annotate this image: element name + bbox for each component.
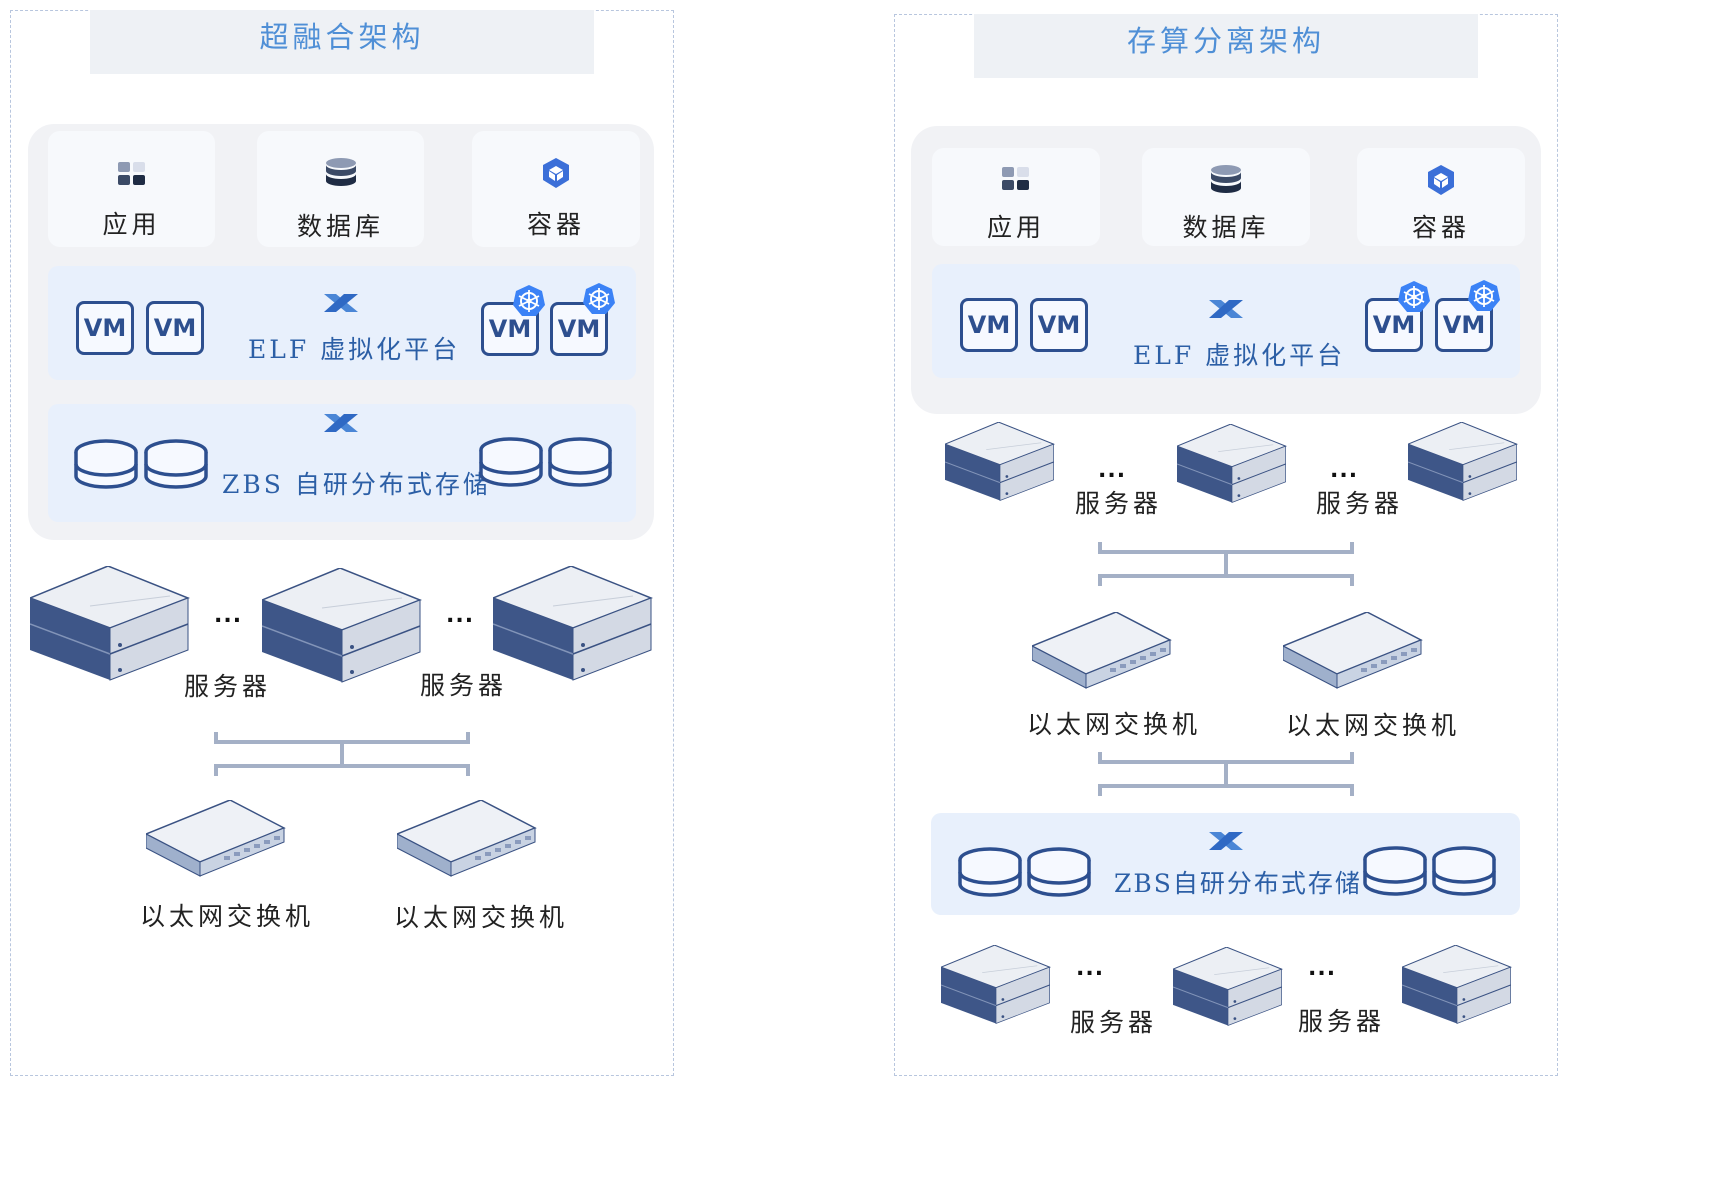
- zbs-storage-label: ZBS 自研分布式存储: [222, 470, 491, 499]
- server-icon: [493, 566, 652, 681]
- smartx-logo-icon: [1209, 832, 1243, 850]
- switch-label: 以太网交换机: [1027, 710, 1202, 739]
- tile-database: 数据库: [257, 131, 424, 247]
- kubernetes-icon: [1467, 279, 1501, 312]
- tile-container: 容器: [472, 131, 640, 247]
- switch-label: 以太网交换机: [140, 902, 315, 931]
- server-icon: [1402, 945, 1512, 1025]
- smartx-logo-icon: [1209, 300, 1243, 318]
- elf-platform-label: ELF 虚拟化平台: [248, 335, 461, 364]
- tile-application: 应用: [48, 131, 215, 247]
- disk-icon: [479, 437, 543, 487]
- tile-container: 容器: [1357, 148, 1525, 246]
- ethernet-switch-icon: [146, 800, 285, 877]
- network-connector: [1098, 752, 1354, 796]
- disk-icon: [74, 439, 138, 489]
- switch-label: 以太网交换机: [1286, 711, 1461, 740]
- elf-platform-label: ELF 虚拟化平台: [1133, 341, 1346, 370]
- container-icon: [1428, 165, 1454, 195]
- ellipsis: ...: [1076, 956, 1105, 981]
- network-connector: [214, 732, 470, 776]
- ellipsis: ...: [214, 603, 243, 628]
- app-grid-icon: [117, 162, 145, 185]
- tile-container-label: 容器: [526, 210, 585, 239]
- server-label: 服务器: [420, 671, 508, 700]
- ellipsis: ...: [446, 603, 475, 628]
- server-icon: [941, 945, 1051, 1025]
- disk-icon: [144, 439, 208, 489]
- tile-database-label: 数据库: [1182, 213, 1270, 242]
- ellipsis: ...: [1098, 458, 1127, 483]
- server-label: 服务器: [1070, 1008, 1158, 1037]
- tile-application-label: 应用: [102, 210, 161, 239]
- ethernet-switch-icon: [397, 800, 536, 877]
- kubernetes-icon: [1397, 280, 1431, 313]
- smartx-logo-icon: [324, 414, 358, 432]
- disk-icon: [1363, 846, 1427, 896]
- disk-icon: [958, 847, 1022, 897]
- zbs-storage-label: ZBS自研分布式存储: [1114, 869, 1362, 898]
- tile-database-label: 数据库: [296, 212, 384, 241]
- container-icon: [543, 158, 569, 188]
- ellipsis: ...: [1330, 458, 1359, 483]
- disk-icon: [548, 437, 612, 487]
- server-label: 服务器: [1075, 489, 1163, 518]
- switch-label: 以太网交换机: [394, 903, 569, 932]
- server-label: 服务器: [1316, 489, 1404, 518]
- kubernetes-icon: [582, 282, 616, 315]
- vm-box: VM: [960, 298, 1018, 352]
- hyperconverged-title: 超融合架构: [90, 10, 594, 74]
- separation-title: 存算分离架构: [974, 14, 1478, 78]
- app-grid-icon: [1002, 167, 1029, 190]
- disk-icon: [1432, 846, 1496, 896]
- server-icon: [30, 566, 189, 681]
- server-label: 服务器: [1298, 1007, 1386, 1036]
- server-icon: [945, 422, 1055, 502]
- server-icon: [262, 568, 421, 683]
- network-connector: [1098, 542, 1354, 586]
- tile-application-label: 应用: [986, 213, 1045, 242]
- vm-box: VM: [76, 301, 134, 355]
- ethernet-switch-icon: [1283, 612, 1422, 689]
- ethernet-switch-icon: [1032, 612, 1171, 689]
- vm-box: VM: [1030, 298, 1088, 352]
- disk-icon: [1027, 847, 1091, 897]
- ellipsis: ...: [1308, 956, 1337, 981]
- tile-container-label: 容器: [1411, 213, 1470, 242]
- smartx-logo-icon: [324, 294, 358, 312]
- server-icon: [1177, 424, 1287, 504]
- database-icon: [325, 158, 356, 186]
- database-icon: [1211, 165, 1241, 193]
- server-label: 服务器: [184, 672, 272, 701]
- server-icon: [1173, 947, 1283, 1027]
- vm-box: VM: [146, 301, 204, 355]
- kubernetes-icon: [512, 284, 546, 317]
- tile-application: 应用: [932, 148, 1100, 246]
- vm-box: VM: [550, 302, 608, 356]
- tile-database: 数据库: [1142, 148, 1310, 246]
- server-icon: [1408, 422, 1518, 502]
